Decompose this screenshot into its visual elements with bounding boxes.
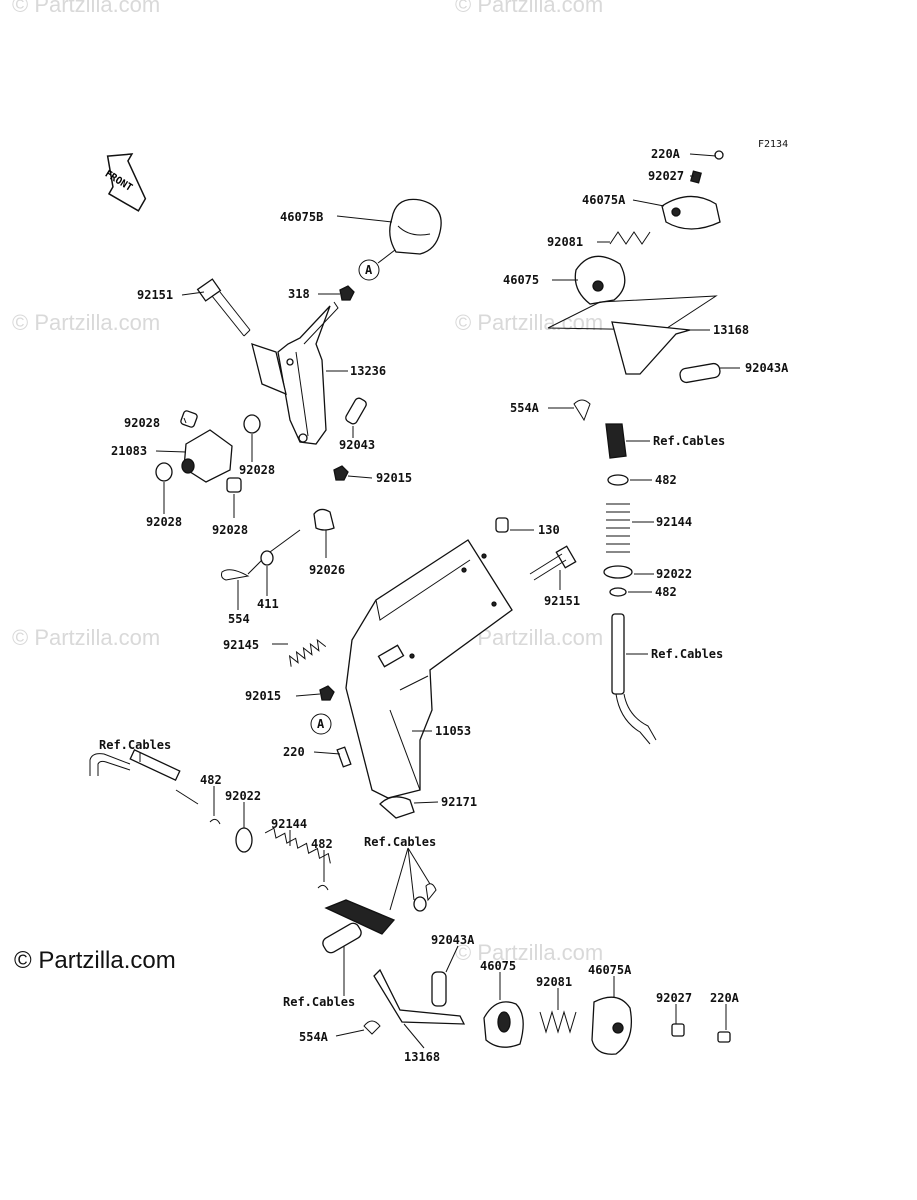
- watermark: © Partzilla.com: [12, 310, 160, 335]
- label-92028: 92028: [239, 463, 275, 477]
- label-554A: 554A: [299, 1030, 329, 1044]
- watermark-layer: © Partzilla.com © Partzilla.com © Partzi…: [12, 0, 603, 974]
- watermark: © Partzilla.com: [455, 0, 603, 17]
- watermark: © Partzilla.com: [12, 0, 160, 17]
- label-92026: 92026: [309, 563, 345, 577]
- shift-lever-13236: [251, 301, 339, 445]
- svg-text:A: A: [317, 717, 325, 731]
- label-554A: 554A: [510, 401, 540, 415]
- label-46075B: 46075B: [280, 210, 323, 224]
- watermark: © Partzilla.com: [455, 310, 603, 335]
- label-411: 411: [257, 597, 279, 611]
- bracket-11053: [345, 539, 513, 799]
- label-92022: 92022: [225, 789, 261, 803]
- label-220A: 220A: [710, 991, 740, 1005]
- diagram-code: F2134: [758, 139, 788, 150]
- label-92027: 92027: [656, 991, 692, 1005]
- label-92151: 92151: [137, 288, 173, 302]
- knob-assembly-bottom: [89, 749, 731, 1055]
- watermark: © Partzilla.com: [12, 625, 160, 650]
- label-482: 482: [200, 773, 222, 787]
- pivot-21083: [155, 410, 261, 493]
- label-92028: 92028: [124, 416, 160, 430]
- label-ref-cables: Ref.Cables: [653, 434, 725, 448]
- label-92015: 92015: [245, 689, 281, 703]
- part-labels: 46075B 318 92151 13236 92028 21083 92028…: [99, 147, 789, 1064]
- label-482: 482: [311, 837, 333, 851]
- watermark-main: © Partzilla.com: [14, 947, 176, 974]
- label-13168: 13168: [404, 1050, 440, 1064]
- label-130: 130: [538, 523, 560, 537]
- label-ref-cables: Ref.Cables: [364, 835, 436, 849]
- label-46075A: 46075A: [588, 963, 632, 977]
- label-554: 554: [228, 612, 250, 626]
- label-21083: 21083: [111, 444, 147, 458]
- label-92081: 92081: [547, 235, 583, 249]
- knob-46075B: [389, 198, 442, 255]
- label-92043: 92043: [339, 438, 375, 452]
- label-220A: 220A: [651, 147, 681, 161]
- label-ref-cables: Ref.Cables: [99, 738, 171, 752]
- label-92144: 92144: [271, 817, 307, 831]
- label-92144: 92144: [656, 515, 692, 529]
- knob-assembly-top: [547, 150, 724, 745]
- label-ref-cables: Ref.Cables: [651, 647, 723, 661]
- label-92043A: 92043A: [431, 933, 475, 947]
- label-92028: 92028: [212, 523, 248, 537]
- label-92043A: 92043A: [745, 361, 789, 375]
- label-ref-cables: Ref.Cables: [283, 995, 355, 1009]
- label-13236: 13236: [350, 364, 386, 378]
- watermark: © Partzilla.com: [455, 940, 603, 965]
- label-92015: 92015: [376, 471, 412, 485]
- label-46075: 46075: [480, 959, 516, 973]
- spring-92145: [288, 638, 327, 667]
- callout-a-top: A: [358, 259, 380, 281]
- label-11053: 11053: [435, 724, 471, 738]
- label-482: 482: [655, 585, 677, 599]
- label-92171: 92171: [441, 795, 477, 809]
- front-arrow-icon: FRONT: [103, 153, 147, 212]
- callout-a-lower: A: [310, 713, 332, 735]
- label-92151: 92151: [544, 594, 580, 608]
- label-92145: 92145: [223, 638, 259, 652]
- label-482: 482: [655, 473, 677, 487]
- label-46075: 46075: [503, 273, 539, 287]
- label-92027: 92027: [648, 169, 684, 183]
- label-220: 220: [283, 745, 305, 759]
- svg-text:A: A: [365, 263, 373, 277]
- label-13168: 13168: [713, 323, 749, 337]
- bolt-92151-top: [196, 278, 251, 337]
- label-92081: 92081: [536, 975, 572, 989]
- label-92028: 92028: [146, 515, 182, 529]
- label-318: 318: [288, 287, 310, 301]
- leader-lines: [139, 153, 740, 1049]
- label-46075A: 46075A: [582, 193, 626, 207]
- label-92022: 92022: [656, 567, 692, 581]
- bolt-92151-mid: [529, 545, 577, 581]
